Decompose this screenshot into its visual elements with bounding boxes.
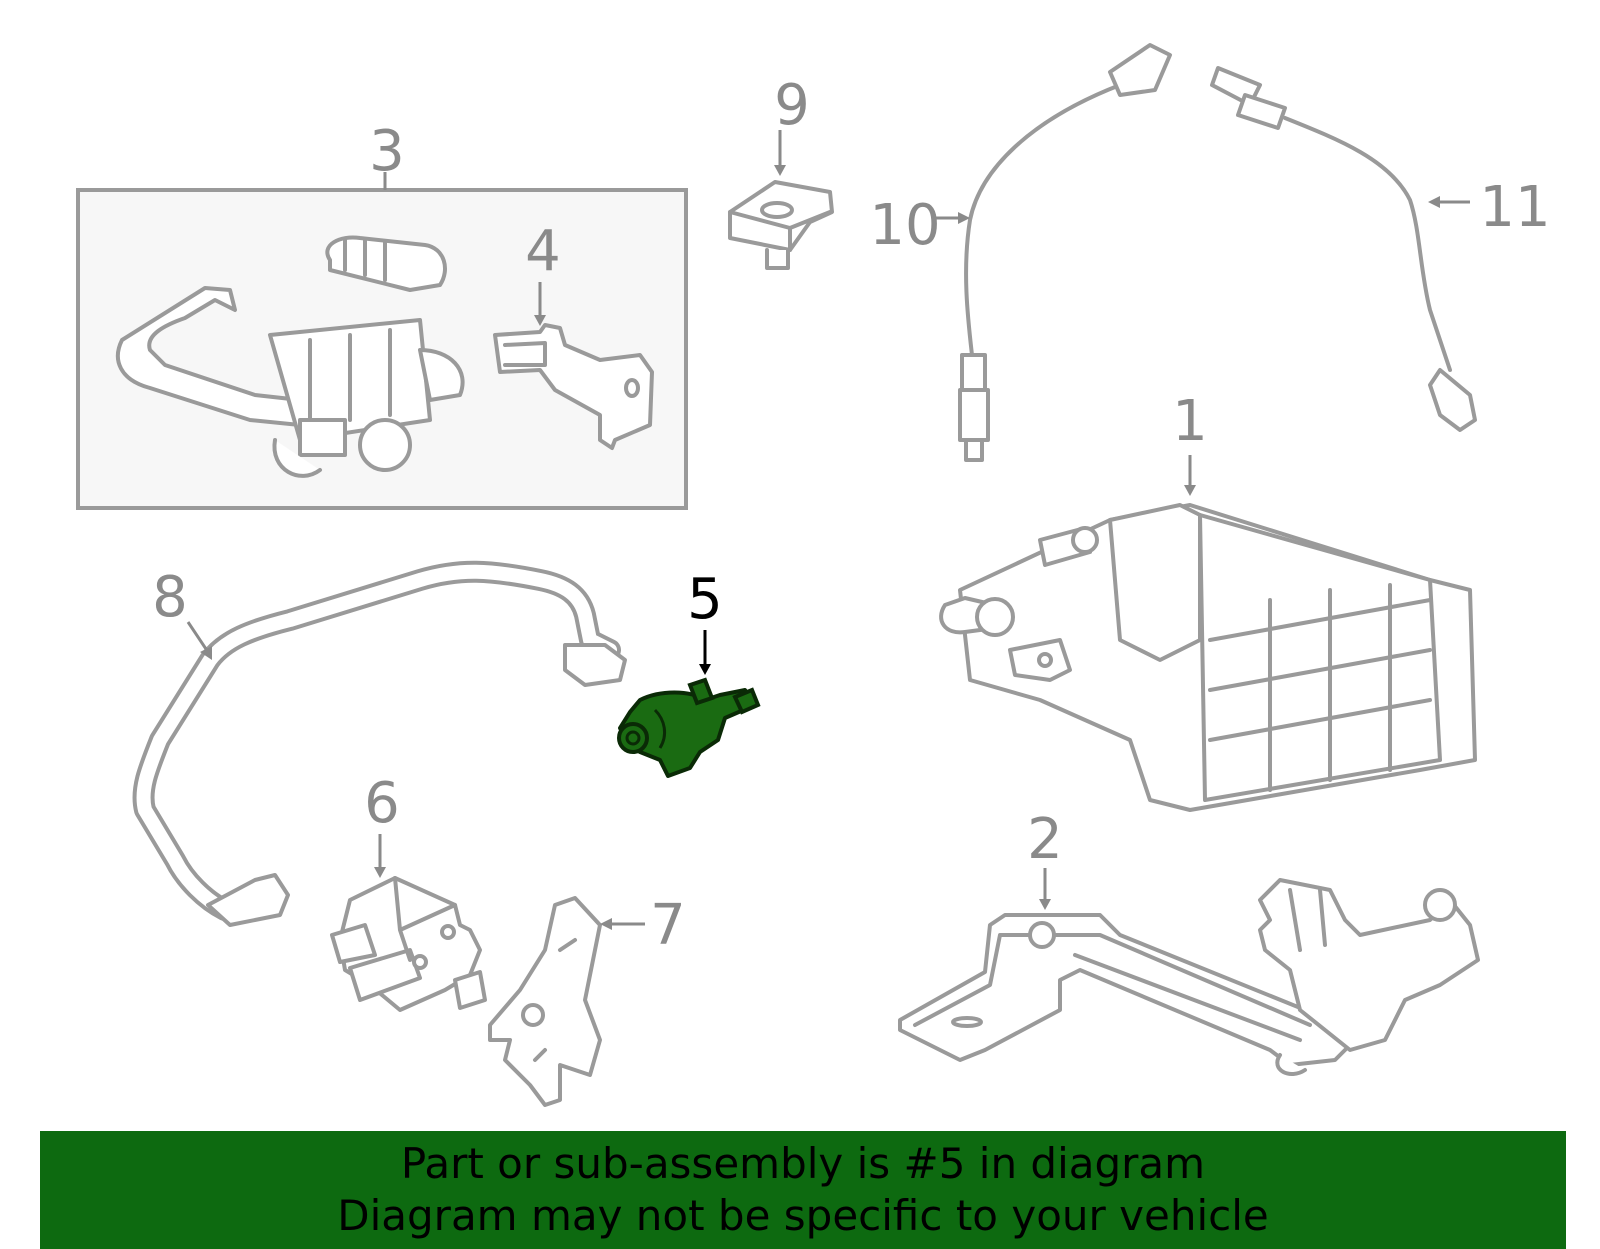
part-2-canister-bracket — [898, 878, 1480, 1076]
callout-2: 2 — [1027, 807, 1063, 872]
banner-line-1: Part or sub-assembly is #5 in diagram — [400, 1139, 1206, 1188]
callout-1: 1 — [1172, 389, 1208, 454]
banner-line-2: Diagram may not be specific to your vehi… — [337, 1191, 1269, 1240]
callout-4: 4 — [525, 219, 561, 284]
part-1-canister — [939, 503, 1477, 812]
part-10-oxygen-sensor — [958, 43, 1172, 462]
callout-10: 10 — [869, 193, 940, 258]
part-5-purge-valve — [617, 677, 761, 778]
callout-8: 8 — [152, 565, 188, 630]
callout-3: 3 — [369, 119, 405, 184]
callout-6: 6 — [364, 771, 400, 836]
part-8-hose — [132, 560, 627, 927]
part-3-valve-assembly — [116, 235, 465, 478]
part-7-bracket — [488, 896, 602, 1107]
info-banner: Part or sub-assembly is #5 in diagram Di… — [40, 1131, 1566, 1249]
callout-7: 7 — [650, 893, 686, 958]
callout-9: 9 — [774, 73, 810, 138]
part-11-oxygen-sensor — [1210, 66, 1477, 432]
callout-11: 11 — [1479, 175, 1550, 240]
part-4-bracket — [493, 323, 654, 450]
part-6-vent-solenoid — [330, 876, 487, 1012]
callout-5: 5 — [687, 567, 723, 632]
part-9-mount — [728, 180, 834, 270]
